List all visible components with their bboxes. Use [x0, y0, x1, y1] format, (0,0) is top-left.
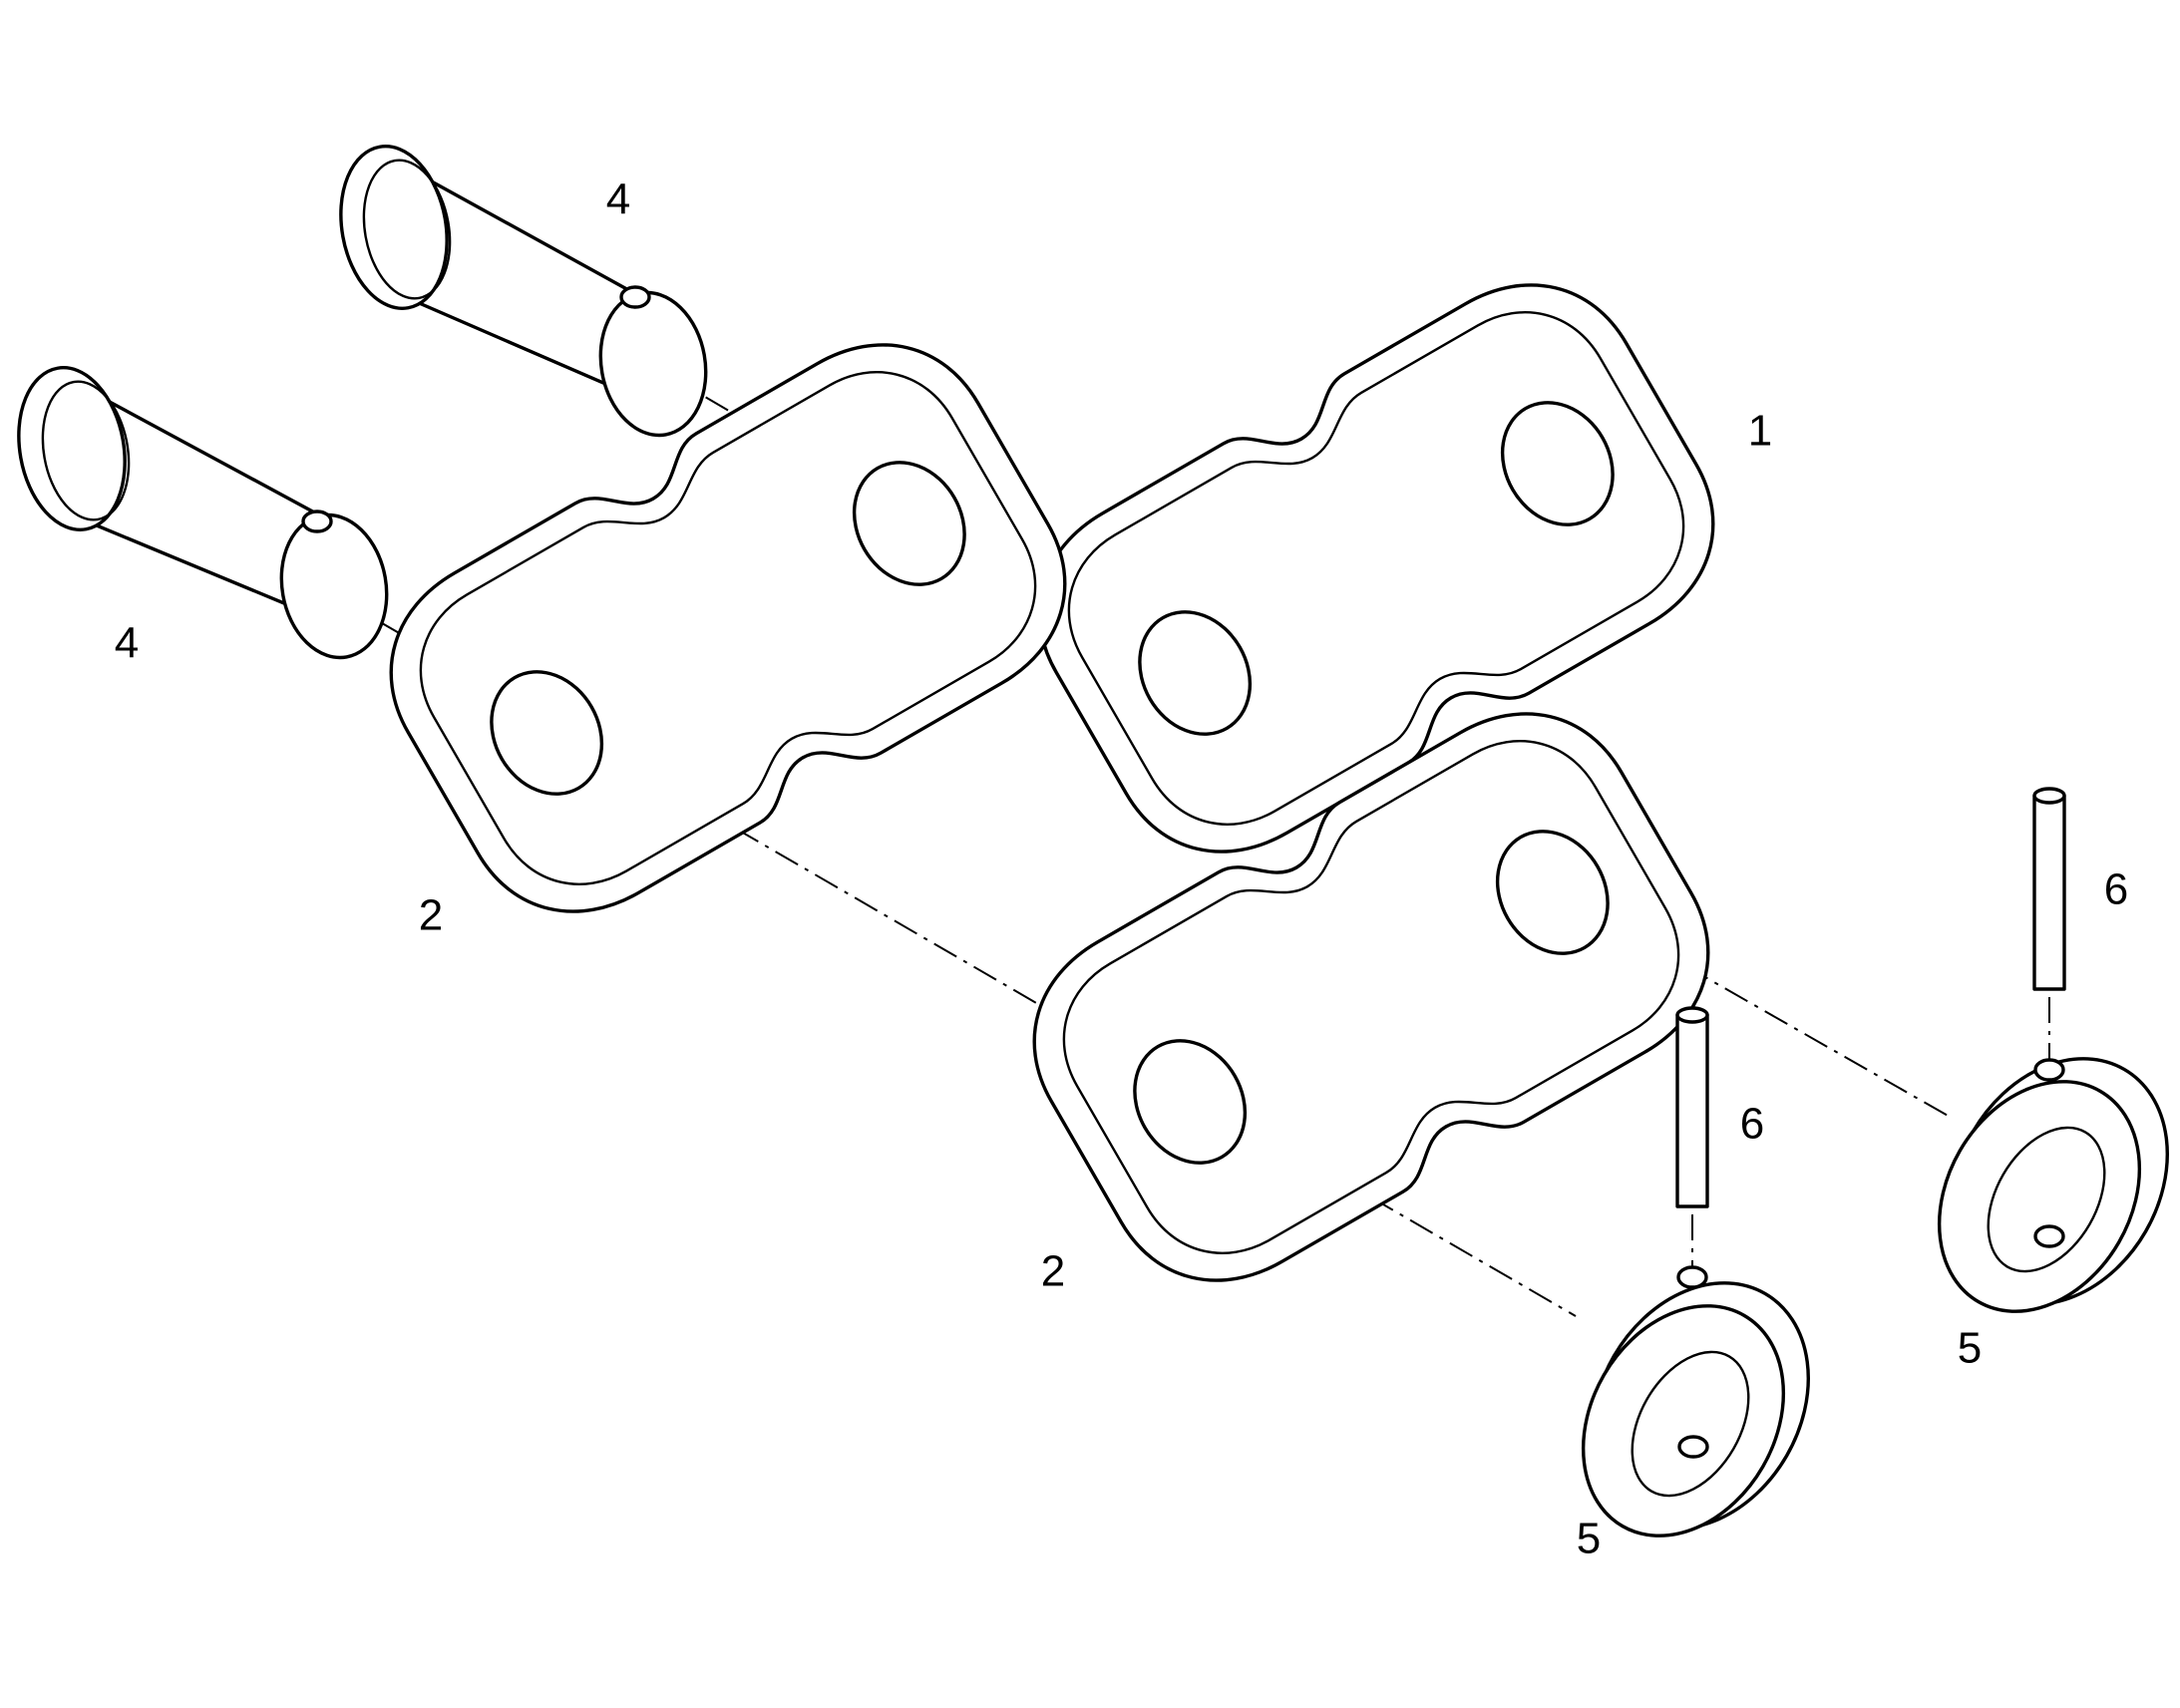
inner-link-lower-hole-left: [1133, 1039, 1248, 1165]
pin-lower: [17, 366, 389, 660]
callout-inner-link-upper: 2: [419, 891, 443, 940]
roll-pin-left: [1675, 1006, 1709, 1208]
collar-left: [1581, 1265, 1810, 1537]
pin-upper-head: [339, 145, 449, 310]
collar-right-axis-line: [1565, 896, 1951, 1118]
callout-roll-pin-right: 6: [2104, 865, 2128, 914]
collar-right: [1937, 1057, 2169, 1313]
inner-link-upper: [389, 343, 1067, 913]
outer-link-hole-left: [1138, 610, 1253, 736]
inner-link-upper-hole-right: [852, 461, 966, 586]
inner-link-lower: [1032, 712, 1710, 1282]
pin-lower-head: [17, 366, 127, 531]
collar-right-pin-hole: [2033, 1058, 2065, 1082]
callout-roll-pin-left: 6: [1740, 1100, 1764, 1149]
pin-upper: [339, 145, 708, 438]
inner-link-upper-hole-left: [490, 670, 604, 796]
inner-link-lower-hole-right: [1495, 830, 1610, 955]
callout-pin-upper: 4: [606, 175, 630, 224]
pin-upper-cross-hole: [619, 285, 651, 309]
callout-outer-link: 1: [1748, 407, 1772, 456]
callout-pin-lower: 4: [115, 619, 139, 668]
pin-lower-cross-hole: [301, 510, 333, 533]
outer-link: [1037, 283, 1715, 854]
callout-inner-link-lower: 2: [1041, 1247, 1065, 1296]
collar-left-pin-hole: [1676, 1265, 1708, 1289]
callout-collar-left: 5: [1577, 1515, 1601, 1563]
callouts: 4 4 1 2 2 6 6 5 5: [115, 175, 2128, 1563]
roll-pin-right: [2032, 787, 2066, 991]
outer-link-hole-right: [1500, 401, 1615, 526]
callout-collar-right: 5: [1958, 1324, 1982, 1373]
